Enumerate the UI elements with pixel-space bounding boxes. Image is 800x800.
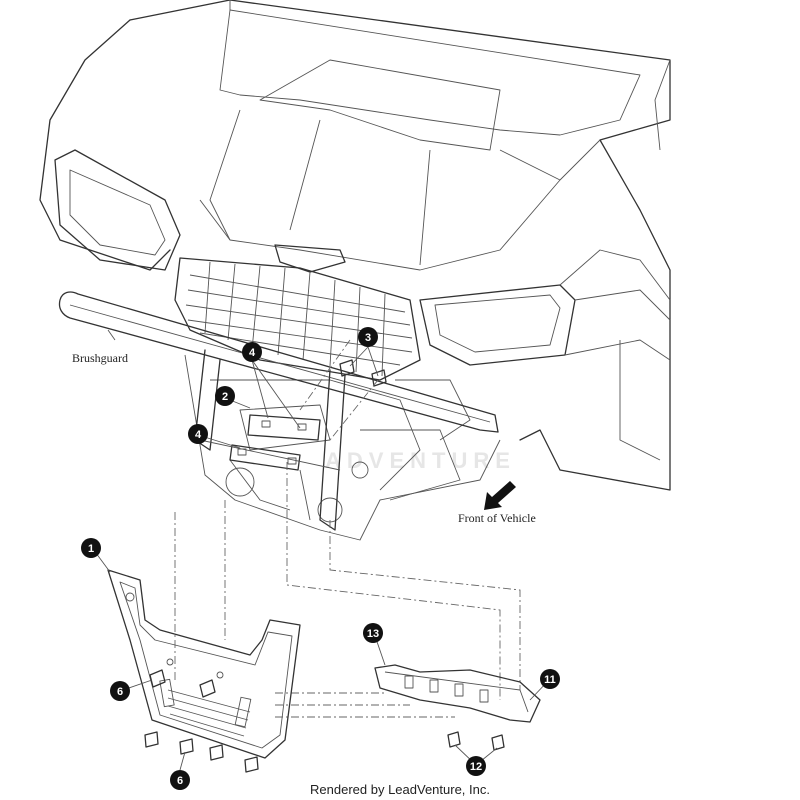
brushguard-label: Brushguard [72,351,128,365]
callout-1: 1 [81,538,101,558]
svg-text:1: 1 [88,543,94,555]
callout-6-lower: 6 [170,770,190,790]
callout-2: 2 [215,386,235,406]
callout-4-upper: 4 [242,342,262,362]
bolts-item-6 [144,669,259,773]
watermark-text: ADVENTURE [325,448,516,473]
svg-text:4: 4 [195,429,202,441]
front-direction-arrow-icon [484,481,516,510]
svg-text:13: 13 [367,628,379,640]
callout-11: 11 [540,669,560,689]
svg-text:11: 11 [544,674,556,686]
rendered-by-footer: Rendered by LeadVenture, Inc. [310,782,490,797]
svg-text:6: 6 [117,686,123,698]
skid-plate-item-1 [107,569,301,759]
svg-text:2: 2 [222,391,228,403]
callout-6-upper: 6 [110,681,130,701]
callout-4-lower: 4 [188,424,208,444]
callout-12: 12 [466,756,486,776]
vehicle-front-body [39,0,671,491]
front-of-vehicle-label: Front of Vehicle [458,511,536,525]
svg-text:12: 12 [470,761,482,773]
vehicle-frame [184,354,501,541]
svg-text:3: 3 [365,332,371,344]
assembly-leader-lines [174,339,521,718]
callout-13: 13 [363,623,383,643]
svg-text:4: 4 [249,347,256,359]
bolts-item-12 [447,731,505,751]
svg-text:6: 6 [177,775,183,787]
brushguard [58,291,499,531]
callout-3: 3 [358,327,378,347]
side-skid-item-11 [374,664,541,723]
bolts-item-3 [339,359,387,387]
